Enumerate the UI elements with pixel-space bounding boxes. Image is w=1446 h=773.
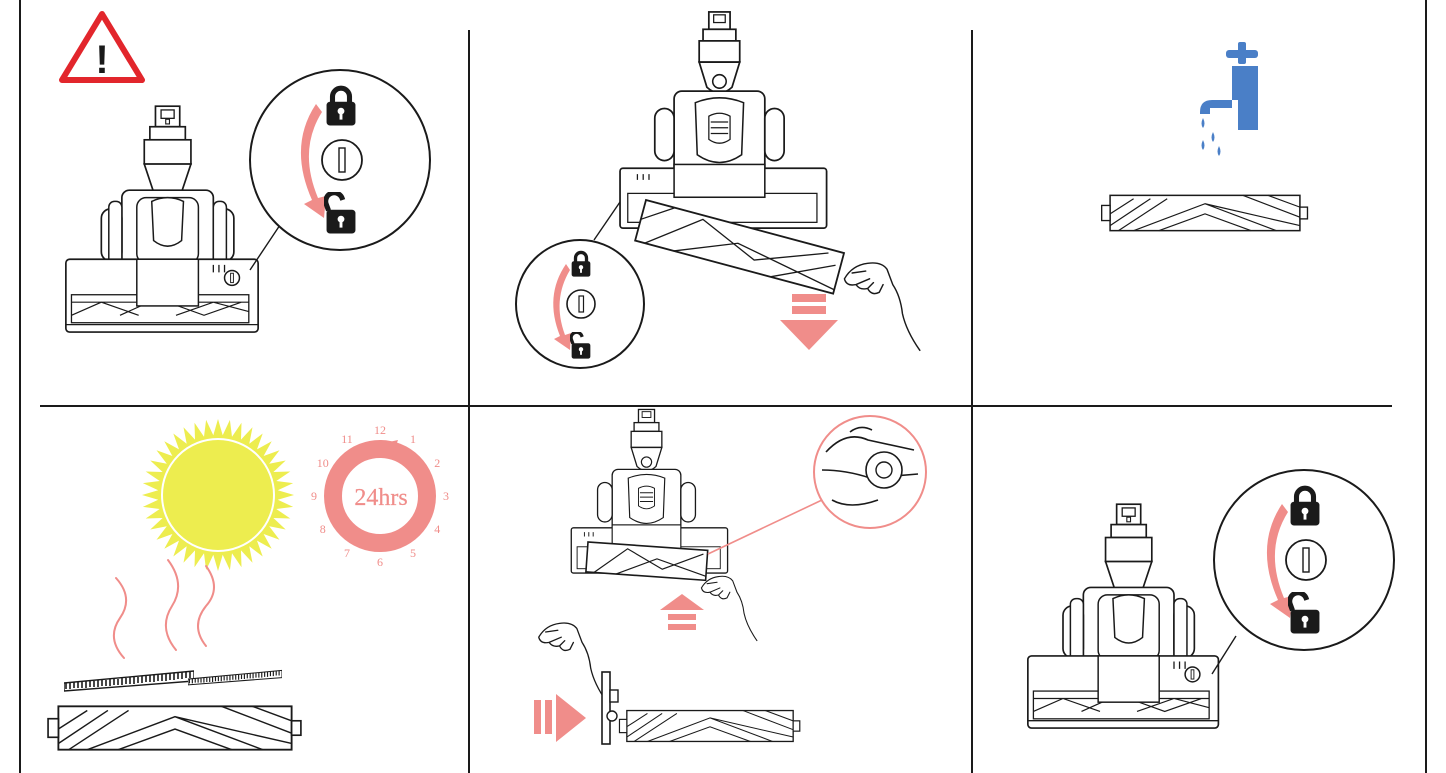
zoom-circle-detail: [814, 416, 926, 528]
panel-reinsert-brush: [534, 409, 926, 744]
bristle-strip: [64, 671, 194, 691]
zoom-circle-small: [516, 240, 644, 368]
warning-symbol: !: [95, 38, 108, 82]
clock-number: 9: [311, 489, 317, 503]
clock-number: 12: [374, 423, 386, 437]
floor-head: [1028, 504, 1219, 728]
clock-number: 2: [434, 456, 440, 470]
down-arrow-icon: [780, 294, 838, 350]
sun-icon: [142, 419, 294, 571]
panel-rinse-brush: [1102, 42, 1308, 231]
heat-waves-icon: [114, 560, 214, 658]
brush-end-cap: [602, 672, 618, 744]
water-tap-icon: [1200, 42, 1258, 156]
clock-number: 3: [443, 489, 449, 503]
brush-roll: [48, 706, 301, 749]
floor-head: [66, 106, 258, 332]
zoom-circle: [1214, 470, 1394, 650]
clock-center-text: 24hrs: [354, 485, 407, 511]
sun-disc: [162, 439, 274, 551]
bristle-strip: [188, 670, 282, 684]
hand-icon: [844, 263, 919, 350]
hand-icon: [701, 576, 756, 640]
clock-number: 6: [377, 555, 383, 569]
warning-icon: !: [62, 14, 142, 82]
floor-head-open: [620, 12, 827, 228]
up-arrow-icon: [660, 594, 704, 630]
brush-roll: [619, 711, 799, 742]
brush-roll: [1102, 195, 1308, 230]
panel-lock-brush: [1028, 470, 1394, 728]
clock-number: 7: [344, 546, 350, 560]
clock-number: 5: [410, 546, 416, 560]
panel-remove-brush: [516, 12, 920, 368]
clock-number: 8: [320, 522, 326, 536]
clock-number: 11: [341, 432, 353, 446]
hand-icon: [539, 623, 607, 701]
clock-number: 10: [317, 456, 329, 470]
right-arrow-icon: [534, 694, 586, 742]
panel-unlock-brush: !: [62, 14, 430, 332]
clock-number: 4: [434, 522, 440, 536]
clock-number: 1: [410, 432, 416, 446]
zoom-circle: [250, 70, 430, 250]
